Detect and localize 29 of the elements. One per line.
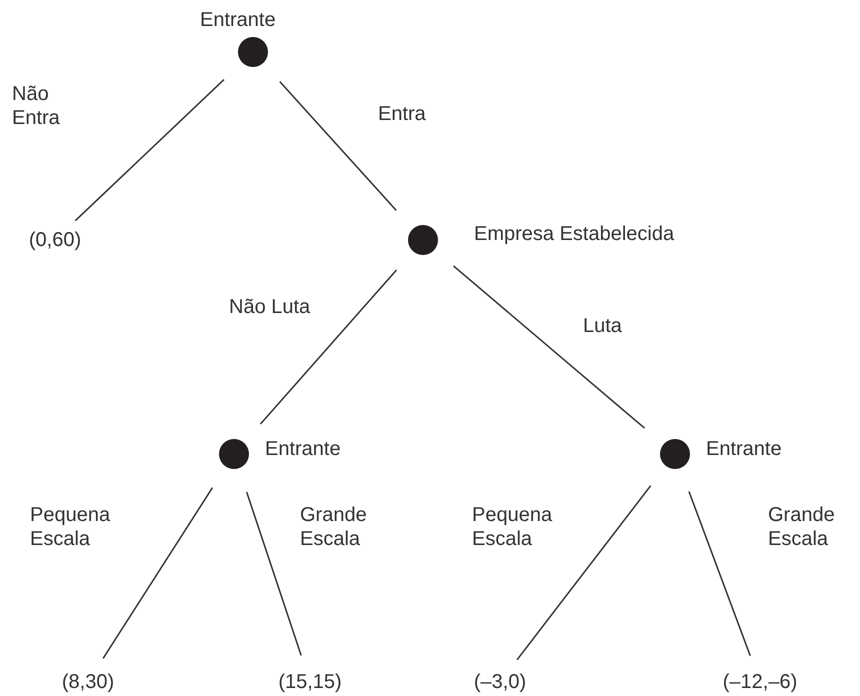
branch-line	[102, 487, 214, 659]
decision-node	[238, 37, 268, 67]
branch-line	[453, 265, 645, 429]
branch-label: Luta	[583, 314, 623, 338]
branch-line	[279, 81, 397, 211]
branch-line	[260, 269, 398, 425]
branch-line	[688, 491, 751, 656]
payoff-text: (8,30)	[62, 670, 114, 694]
decision-node	[660, 439, 690, 469]
branch-label: Pequena Escala	[30, 503, 112, 551]
branch-label: Grande Escala	[768, 503, 836, 551]
branch-label: Não Entra	[12, 82, 61, 130]
payoff-text: (15,15)	[278, 670, 342, 694]
player-label: Empresa Estabelecida	[474, 222, 674, 246]
branch-label: Entra	[378, 102, 427, 126]
payoff-text: (–12,–6)	[722, 670, 798, 694]
branch-line	[74, 79, 225, 222]
branch-line	[516, 485, 652, 660]
branch-label: Pequena Escala	[472, 503, 554, 551]
player-label: Entrante	[200, 8, 276, 32]
branch-line	[246, 492, 302, 656]
branch-label: Grande Escala	[300, 503, 368, 551]
player-label: Entrante	[706, 437, 782, 461]
decision-node	[408, 225, 438, 255]
payoff-text: (0,60)	[28, 228, 82, 252]
decision-node	[219, 439, 249, 469]
branch-label: Não Luta	[229, 295, 312, 319]
payoff-text: (–3,0)	[474, 670, 526, 694]
player-label: Entrante	[265, 437, 341, 461]
